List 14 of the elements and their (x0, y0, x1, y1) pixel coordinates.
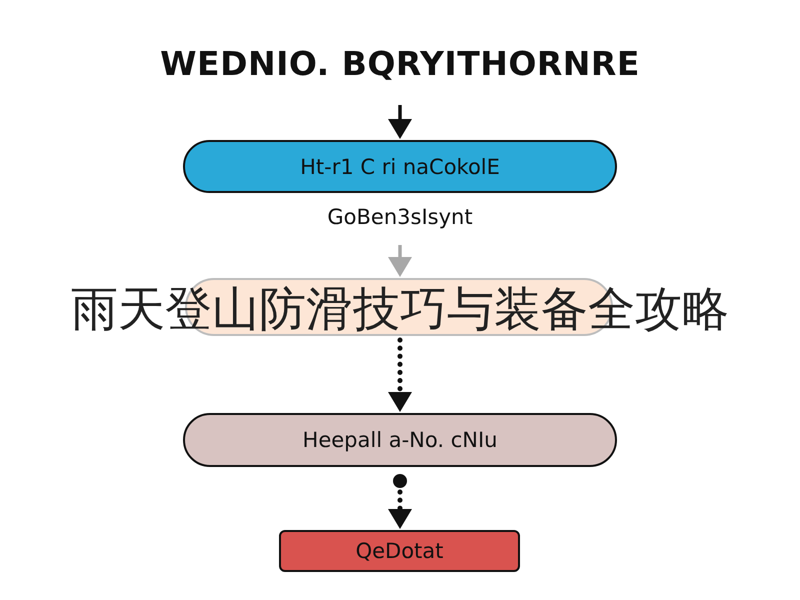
process-box (183, 140, 617, 193)
box-label: Heepall a-No. cNIu (302, 428, 498, 452)
box-label: Ht-r1 C ri naCokolE (300, 154, 500, 178)
process-box (279, 530, 520, 572)
overlay-heading: 雨天登山防滑技巧与装备全攻略 (70, 281, 730, 339)
diagram-title: WEDNIO. BQRYITHORNRE (159, 44, 641, 83)
dot (393, 474, 407, 488)
arrow (388, 245, 412, 277)
process-box (183, 413, 617, 467)
arrow (388, 490, 412, 529)
arrow (388, 105, 412, 139)
node-caption: GoBen3sIsynt (326, 205, 474, 229)
arrow (388, 338, 412, 412)
box-label: QeDotat (356, 539, 444, 563)
